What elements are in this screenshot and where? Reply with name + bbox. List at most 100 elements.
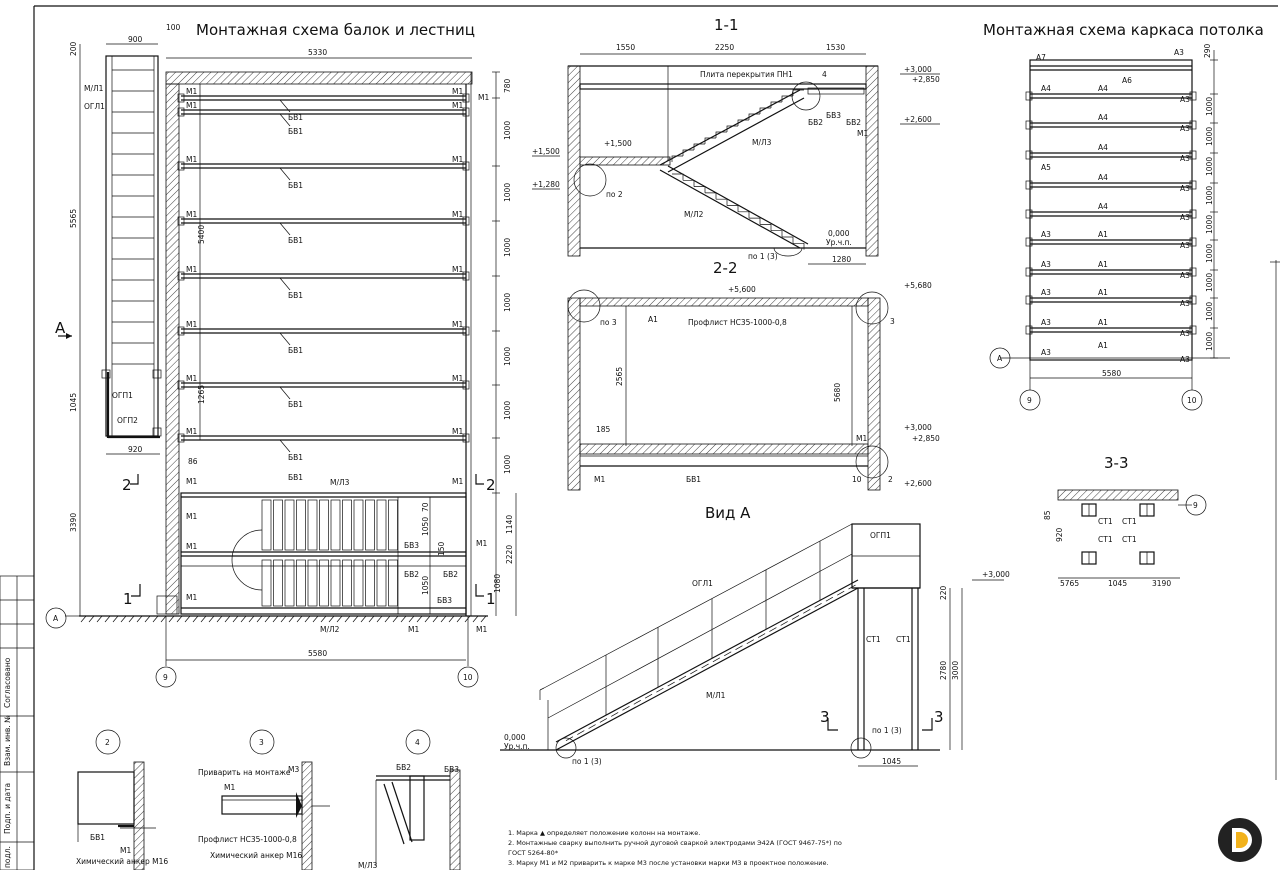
cut-2-right: 2 bbox=[486, 476, 496, 494]
ceiling-left-label: А3 bbox=[1041, 318, 1051, 327]
ceiling-beam-label: А1 bbox=[1098, 288, 1108, 297]
dim-1140: 1140 bbox=[505, 515, 514, 534]
beam-support bbox=[462, 216, 470, 226]
dim-920: 920 bbox=[128, 445, 143, 454]
axis-a-plan: A bbox=[53, 614, 59, 623]
label-bv3-plan-b: БВ3 bbox=[437, 596, 452, 605]
axis-9-plan: 9 bbox=[163, 673, 168, 682]
viewa-dim-3000: 3000 bbox=[951, 661, 960, 680]
ceiling-frame-plan: А4А3А4А4А3А4А3А4А3А4А3А1А3А3А1А3А3А1А3А3… bbox=[989, 43, 1230, 411]
sec11-level-ur: Ур.ч.п. bbox=[826, 238, 852, 247]
plan-m1-right: M1 bbox=[452, 155, 463, 164]
detail-4-ml3: М/Л3 bbox=[358, 861, 378, 870]
sec11-dim-2250: 2250 bbox=[715, 43, 734, 52]
beam-support bbox=[177, 271, 185, 281]
title-section-2-2: 2-2 bbox=[713, 259, 738, 277]
plan-m1-left: M1 bbox=[186, 101, 197, 110]
detail-3-number: 3 bbox=[259, 738, 264, 747]
sec22-level-2850: +2,850 bbox=[912, 434, 940, 443]
ceiling-axis-9: 9 bbox=[1027, 396, 1032, 405]
viewa-dim-1045: 1045 bbox=[882, 757, 901, 766]
ceiling-a6: А6 bbox=[1122, 76, 1132, 85]
sec11-bv2-b: БВ2 bbox=[846, 118, 861, 127]
dim-1050-a: 1050 bbox=[421, 517, 430, 536]
detail-3: 3 Приварить на монтаже М3 М1 Профлист НС… bbox=[198, 729, 330, 870]
detail-2-m1: М1 bbox=[120, 846, 131, 855]
ceiling-a3-right: А3 bbox=[1180, 154, 1190, 163]
brand-logo-icon bbox=[1217, 818, 1262, 862]
sec11-ml3: М/Л3 bbox=[752, 138, 772, 147]
plan-bv1: БВ1 bbox=[288, 346, 303, 355]
plan-m1-left: M1 bbox=[186, 265, 197, 274]
label-bv3-plan: БВ3 bbox=[404, 541, 419, 550]
sec11-level-2600: +2,600 bbox=[904, 115, 932, 124]
sec11-po13: по 1 (3) bbox=[748, 252, 778, 261]
dim-5565: 5565 bbox=[69, 209, 78, 228]
label-bv2-plan-b: БВ2 bbox=[443, 570, 458, 579]
plan-bv1: БВ1 bbox=[288, 453, 303, 462]
sec11-level-3000: +3,000 bbox=[904, 65, 932, 74]
sec33-dim-920: 920 bbox=[1055, 527, 1064, 542]
ceiling-a5: А5 bbox=[1041, 163, 1051, 172]
sec11-dim-1550: 1550 bbox=[616, 43, 635, 52]
sec33-dim-1045: 1045 bbox=[1108, 579, 1127, 588]
plan-m1-left: M1 bbox=[186, 155, 197, 164]
stair-treads bbox=[261, 499, 398, 607]
sec22-po3: по 3 bbox=[600, 318, 617, 327]
sec11-level-0000: 0,000 bbox=[828, 229, 850, 238]
plan-m1-right: M1 bbox=[452, 374, 463, 383]
plan-bv1: БВ1 bbox=[288, 236, 303, 245]
ceiling-dim-290: 290 bbox=[1203, 43, 1212, 58]
ceiling-a3-right: А3 bbox=[1180, 299, 1190, 308]
plan-m1-left: M1 bbox=[186, 87, 197, 96]
sec33-dim-85: 85 bbox=[1043, 510, 1052, 520]
plan-m1-mid2: M1 bbox=[186, 542, 197, 551]
beam-support bbox=[177, 161, 185, 171]
plan-m1-right: M1 bbox=[452, 210, 463, 219]
plan-bv1: БВ1 bbox=[288, 181, 303, 190]
title-section-1-1: 1-1 bbox=[714, 16, 739, 34]
ceiling-beam-label: А4 bbox=[1098, 84, 1108, 93]
beam-support bbox=[462, 380, 470, 390]
note-2-cont: ГОСТ 5264-80* bbox=[508, 849, 559, 857]
ceiling-dim-1000: 1000 bbox=[1205, 215, 1214, 234]
ceiling-beam-label: А1 bbox=[1098, 260, 1108, 269]
sec33-st1-a: СТ1 bbox=[1098, 517, 1113, 526]
beam-support bbox=[462, 93, 470, 103]
plan-bv1-stair: БВ1 bbox=[288, 473, 303, 482]
viewa-po13-b: по 1 (3) bbox=[872, 726, 902, 735]
sec22-profile: Профлист НС35-1000-0,8 bbox=[688, 318, 787, 327]
detail-3-m3: М3 bbox=[288, 765, 299, 774]
plan-m1-left: M1 bbox=[186, 320, 197, 329]
ceiling-a3-right: А3 bbox=[1180, 213, 1190, 222]
plan-m1-left: M1 bbox=[186, 210, 197, 219]
ceiling-dim-1000: 1000 bbox=[1205, 302, 1214, 321]
viewa-cut-3-b: 3 bbox=[934, 708, 944, 726]
detail-4-bv2: БВ2 bbox=[396, 763, 411, 772]
sec11-level-1500: +1,500 bbox=[604, 139, 632, 148]
detail-3-m1: М1 bbox=[224, 783, 235, 792]
plan-dim-right: 1000 bbox=[503, 183, 512, 202]
plan-m1-stair-right: M1 bbox=[452, 477, 463, 486]
ceiling-dim-1000: 1000 bbox=[1205, 273, 1214, 292]
ceiling-beam-label: А4 bbox=[1098, 173, 1108, 182]
viewa-po13-a: по 1 (3) bbox=[572, 757, 602, 766]
label-m1-plan-corner: M1 bbox=[476, 625, 487, 634]
plan-dim-right: 1000 bbox=[503, 347, 512, 366]
sec22-dim-2565: 2565 bbox=[615, 367, 624, 386]
ceiling-left-label: А3 bbox=[1041, 288, 1051, 297]
label-ogl1: ОГЛ1 bbox=[84, 102, 105, 111]
ceiling-dim-1000: 1000 bbox=[1205, 97, 1214, 116]
axis-10-plan: 10 bbox=[463, 673, 473, 682]
sec33-st1-d: СТ1 bbox=[1122, 535, 1137, 544]
beam-support bbox=[177, 326, 185, 336]
detail-4-number: 4 bbox=[415, 738, 420, 747]
dim-5330: 5330 bbox=[308, 48, 327, 57]
ceiling-a3-bottom-right: А3 bbox=[1180, 355, 1190, 364]
detail-4-bv3: БВ3 bbox=[444, 765, 459, 774]
detail-2-number: 2 bbox=[105, 738, 110, 747]
ceiling-a3-right: А3 bbox=[1180, 329, 1190, 338]
cut-a-label: A bbox=[55, 319, 66, 337]
dim-3390: 3390 bbox=[69, 513, 78, 532]
